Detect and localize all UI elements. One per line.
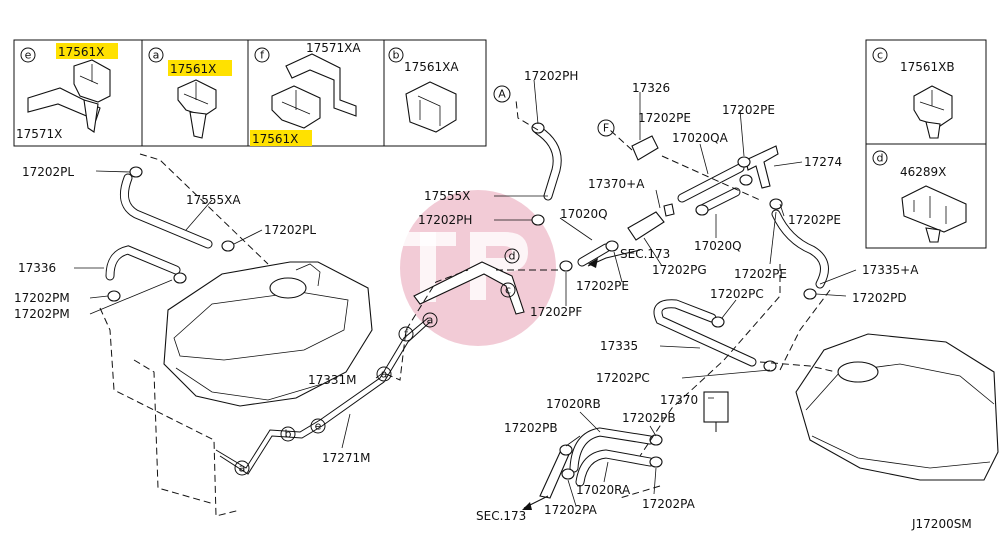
label-17561X-f: 17561X bbox=[252, 132, 298, 146]
label-17370A: 17370+A bbox=[588, 177, 645, 191]
callout-d-mid: d bbox=[509, 250, 516, 263]
label-17202PL-b: 17202PL bbox=[264, 223, 316, 237]
callout-f-pipe: f bbox=[404, 328, 409, 341]
clip-drawing-c bbox=[913, 85, 953, 139]
label-17020RA: 17020RA bbox=[576, 483, 631, 497]
label-17202PA-b: 17202PA bbox=[544, 503, 598, 517]
pipe-17331M bbox=[215, 317, 431, 475]
callout-b-pipe: b bbox=[285, 428, 292, 441]
callout-d-box: d bbox=[877, 152, 884, 165]
callout-c-mid: c bbox=[505, 284, 511, 297]
callout-e-box: e bbox=[25, 49, 32, 62]
label-17020Q-b: 17020Q bbox=[694, 239, 742, 253]
label-17202PM-b: 17202PM bbox=[14, 307, 70, 321]
valve-17370 bbox=[703, 391, 729, 432]
label-17561X-e: 17561X bbox=[58, 45, 104, 59]
dashed-guides bbox=[99, 99, 837, 517]
callout-F: F bbox=[603, 122, 609, 135]
label-sec173-top: SEC.173 bbox=[620, 247, 670, 261]
box-labels: 17561X 17571X 17561X 17571XA 17561X 1756… bbox=[16, 41, 955, 179]
label-17202PE-d: 17202PE bbox=[734, 267, 787, 281]
label-17202PH-top: 17202PH bbox=[524, 69, 578, 83]
clip-drawing-a bbox=[177, 79, 217, 139]
label-17571XA: 17571XA bbox=[306, 41, 361, 55]
valve-17370A bbox=[627, 203, 675, 241]
label-17336: 17336 bbox=[18, 261, 56, 275]
label-17202PL-a: 17202PL bbox=[22, 165, 74, 179]
label-17274: 17274 bbox=[804, 155, 842, 169]
label-17571X: 17571X bbox=[16, 127, 62, 141]
label-17020QA: 17020QA bbox=[672, 131, 729, 145]
label-46289X: 46289X bbox=[900, 165, 946, 179]
label-17202PE-b: 17202PE bbox=[722, 103, 775, 117]
label-17561XA: 17561XA bbox=[404, 60, 459, 74]
label-17202PC-a: 17202PC bbox=[710, 287, 764, 301]
label-17202PE-e: 17202PE bbox=[576, 279, 629, 293]
callout-b-box: b bbox=[393, 49, 400, 62]
label-17271M: 17271M bbox=[322, 451, 371, 465]
callout-e-pipe: e bbox=[315, 420, 322, 433]
hose-17335 bbox=[653, 299, 757, 367]
hose-17335A bbox=[771, 209, 829, 289]
label-17202PE-a: 17202PE bbox=[638, 111, 691, 125]
label-17561XB: 17561XB bbox=[900, 60, 955, 74]
callout-circles: e a f b c d A F d c a f a e bbox=[20, 47, 888, 476]
label-17202PF: 17202PF bbox=[530, 305, 582, 319]
fuel-tank-left bbox=[163, 261, 373, 407]
diagram-code: J17200SM bbox=[911, 517, 972, 531]
bracket-17274 bbox=[745, 145, 779, 189]
label-17202PB-b: 17202PB bbox=[504, 421, 558, 435]
label-17202PM-a: 17202PM bbox=[14, 291, 70, 305]
label-17202PE-c: 17202PE bbox=[788, 213, 841, 227]
callout-c-box: c bbox=[877, 49, 883, 62]
clip-drawing-f bbox=[271, 53, 357, 129]
callout-a-box: a bbox=[153, 49, 160, 62]
fuel-tank-right bbox=[795, 333, 999, 481]
label-17370: 17370 bbox=[660, 393, 698, 407]
callout-A: A bbox=[498, 88, 506, 101]
hose-clamps bbox=[107, 122, 817, 480]
label-17020RB: 17020RB bbox=[546, 397, 601, 411]
callout-a-pipe-2: a bbox=[381, 368, 388, 381]
detail-box-column bbox=[865, 39, 987, 249]
bracket-mid bbox=[413, 261, 525, 315]
callout-a-pipe-1: a bbox=[427, 314, 434, 327]
label-17555X: 17555X bbox=[424, 189, 470, 203]
highlight-box-f bbox=[250, 130, 312, 146]
label-17202PD: 17202PD bbox=[852, 291, 907, 305]
label-17020Q-a: 17020Q bbox=[560, 207, 608, 221]
hose-17336 bbox=[105, 245, 181, 281]
label-17331M: 17331M bbox=[308, 373, 357, 387]
label-sec173-bottom: SEC.173 bbox=[476, 509, 526, 523]
highlight-box-a bbox=[168, 60, 232, 76]
leader-lines bbox=[74, 79, 857, 510]
part-labels: 17202PH 17326 17202PE 17202PE 17020QA 17… bbox=[14, 69, 972, 531]
clip-drawing-b bbox=[405, 81, 457, 133]
hose-17555X bbox=[533, 125, 562, 201]
label-17202PC-b: 17202PC bbox=[596, 371, 650, 385]
label-17202PG: 17202PG bbox=[652, 263, 707, 277]
label-17335A: 17335+A bbox=[862, 263, 919, 277]
label-17202PA-a: 17202PA bbox=[642, 497, 696, 511]
clip-drawing-e bbox=[27, 59, 111, 133]
label-17555XA: 17555XA bbox=[186, 193, 241, 207]
clamp-17326 bbox=[631, 135, 659, 161]
tube-17020RA bbox=[575, 449, 655, 487]
label-17202PH-mid: 17202PH bbox=[418, 213, 472, 227]
label-17202PB-a: 17202PB bbox=[622, 411, 676, 425]
tube-17020QA bbox=[677, 163, 745, 203]
label-17335: 17335 bbox=[600, 339, 638, 353]
callout-f-box: f bbox=[260, 49, 265, 62]
callout-a-pipe-3: a bbox=[239, 462, 246, 475]
clip-drawing-d bbox=[901, 185, 967, 243]
highlight-box-e bbox=[56, 43, 118, 59]
label-17561X-a: 17561X bbox=[170, 62, 216, 76]
hose-17555XA bbox=[119, 173, 213, 249]
label-17326: 17326 bbox=[632, 81, 670, 95]
